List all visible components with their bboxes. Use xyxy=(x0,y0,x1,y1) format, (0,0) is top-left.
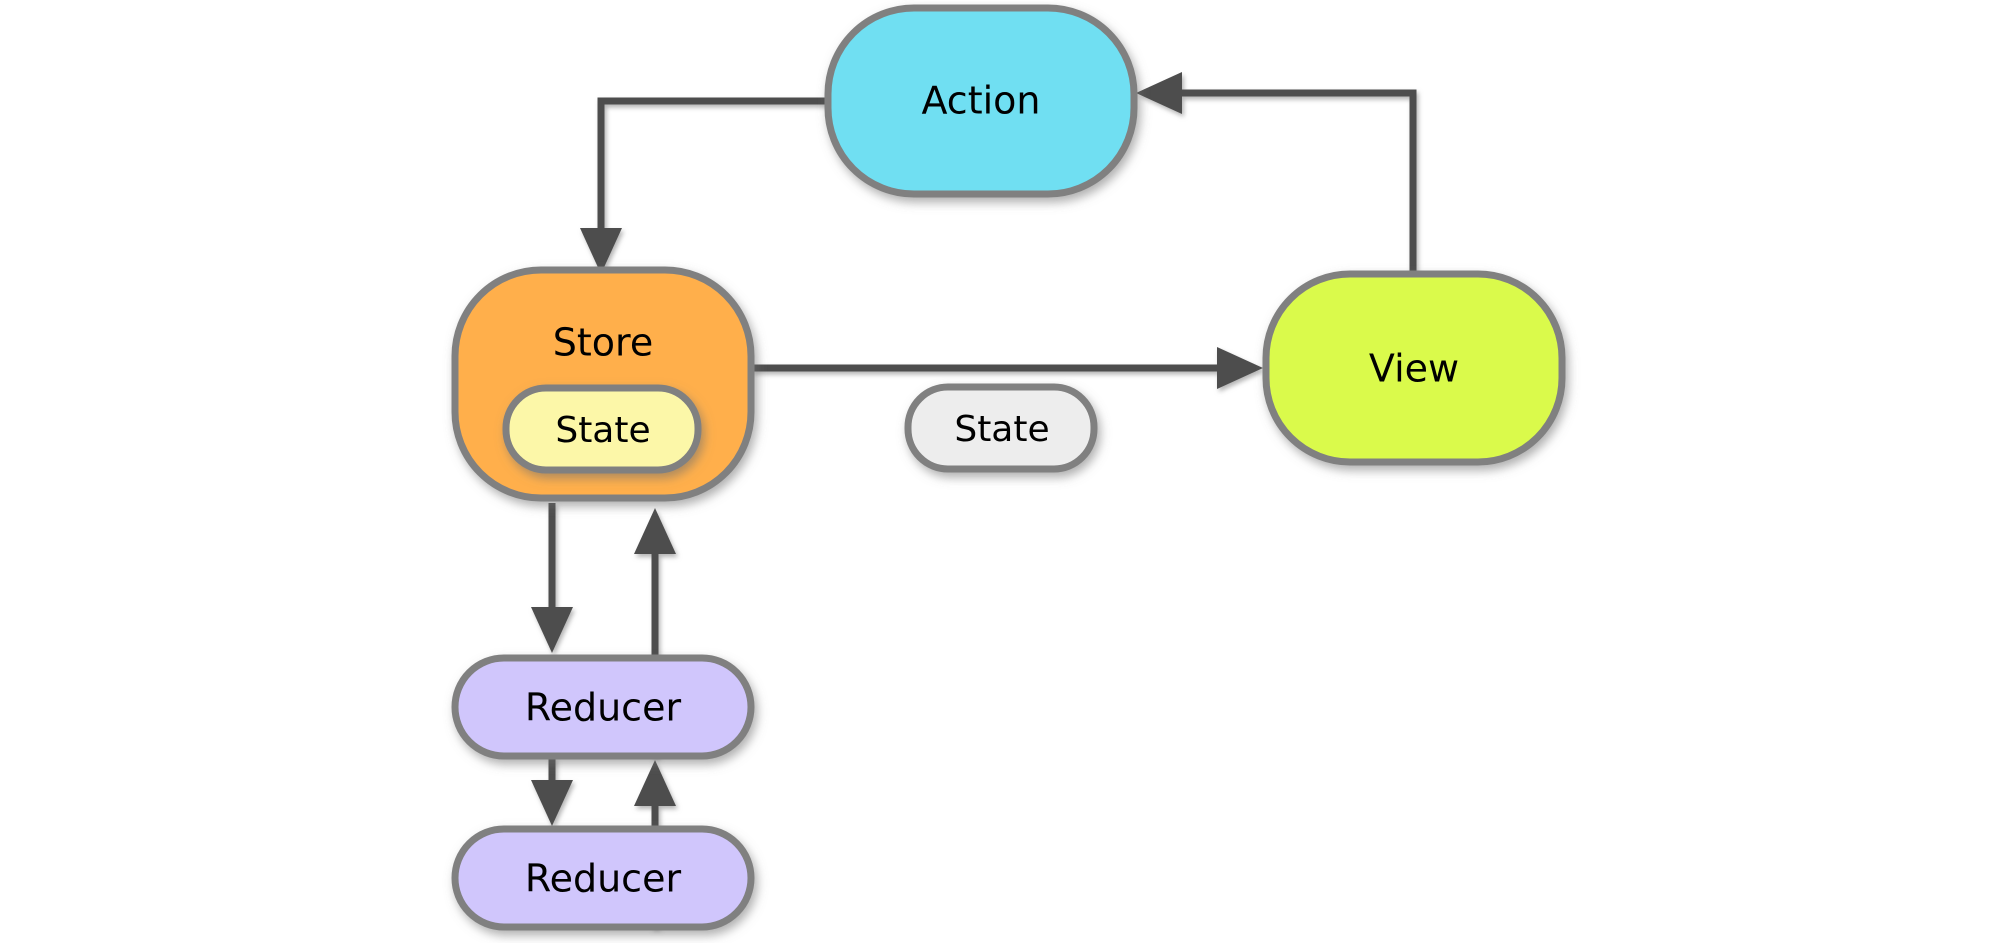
action-shape[interactable] xyxy=(824,4,1138,198)
node-reducer-one[interactable]: Reducer xyxy=(451,654,755,760)
edge-view-to-action xyxy=(1136,72,1417,274)
edge-reducer-one-to-reducer-two xyxy=(531,757,573,826)
action-label: Action xyxy=(921,79,1040,123)
store-state-shape[interactable] xyxy=(502,384,702,474)
store-state-label: State xyxy=(555,410,650,451)
transit-state-shape[interactable] xyxy=(904,383,1098,473)
view-label: View xyxy=(1369,347,1459,391)
node-store-state[interactable]: State xyxy=(502,384,702,474)
view-shape[interactable] xyxy=(1262,270,1566,466)
node-action[interactable]: Action xyxy=(824,4,1138,198)
node-view[interactable]: View xyxy=(1262,270,1566,466)
reducer-one-label: Reducer xyxy=(525,686,682,730)
transit-state-label: State xyxy=(954,409,1049,450)
edge-store-to-view xyxy=(752,347,1263,389)
edge-store-to-reducer-one xyxy=(531,503,573,653)
reducer-two-shape[interactable] xyxy=(451,825,755,931)
edge-action-to-store xyxy=(580,97,828,274)
node-reducer-two[interactable]: Reducer xyxy=(451,825,755,931)
reducer-two-label: Reducer xyxy=(525,857,682,901)
reducer-one-shape[interactable] xyxy=(451,654,755,760)
node-transit-state[interactable]: State xyxy=(904,383,1098,473)
store-label: Store xyxy=(553,321,653,365)
